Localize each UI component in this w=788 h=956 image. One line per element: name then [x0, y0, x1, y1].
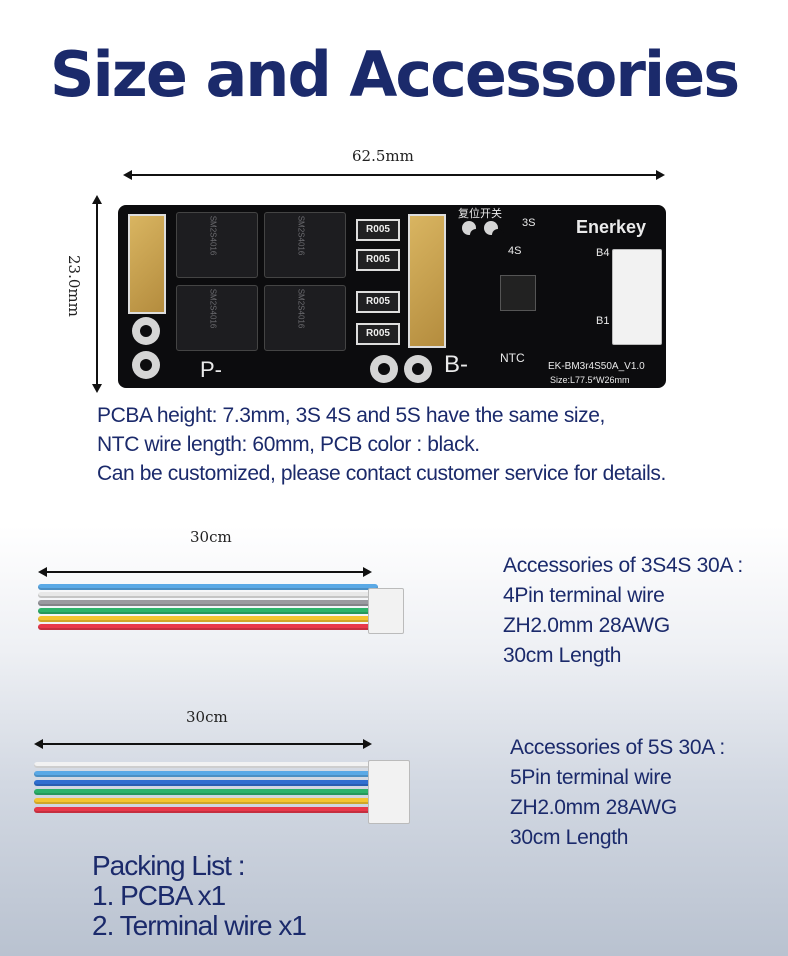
ntc-label: NTC: [500, 351, 525, 365]
wire1-bundle: [38, 584, 378, 634]
p-minus-label: P-: [200, 357, 222, 382]
wire-strand: [38, 608, 378, 614]
wire1-title: Accessories of 3S4S 30A :: [503, 554, 743, 577]
shunt-resistor: R005: [356, 323, 400, 345]
mounting-hole: [132, 317, 160, 345]
wire-strand: [34, 762, 378, 768]
b4-label: B4: [596, 247, 610, 259]
shunt-resistor: R005: [356, 249, 400, 271]
b-minus-label: B-: [444, 351, 468, 378]
wire-strand: [38, 592, 378, 598]
wire2-title: Accessories of 5S 30A :: [510, 736, 725, 759]
size-label: Size:L77.5*W26mm: [550, 375, 630, 385]
mounting-hole: [370, 355, 398, 383]
wire2-bundle: [34, 762, 378, 824]
mounting-hole: [132, 351, 160, 379]
description-line-3: Can be customized, please contact custom…: [97, 462, 666, 485]
description-line-2: NTC wire length: 60mm, PCB color : black…: [97, 433, 480, 456]
reset-switch: [484, 221, 504, 241]
wire-strand: [38, 616, 378, 622]
4s-label: 4S: [508, 245, 522, 257]
page-title: Size and Accessories: [49, 38, 740, 111]
reset-switch: [462, 221, 482, 241]
wire2-length-arrow: [34, 739, 372, 749]
wire1-line-4: 30cm Length: [503, 644, 622, 667]
balance-connector: [612, 249, 662, 345]
width-dimension-arrow: [123, 170, 665, 180]
wire2-connector: [368, 760, 410, 824]
wire-strand: [34, 807, 378, 813]
wire-strand: [34, 798, 378, 804]
width-dimension-label: 62.5mm: [352, 147, 414, 165]
packing-list-title: Packing List :: [92, 850, 246, 881]
b1-label: B1: [596, 315, 610, 327]
wire1-connector: [368, 588, 404, 634]
height-dimension-label: 23.0mm: [65, 255, 83, 317]
wire1-length-arrow: [38, 567, 372, 577]
mosfet: SM2S4016: [264, 285, 346, 351]
mounting-hole: [404, 355, 432, 383]
mosfet: SM2S4016: [176, 285, 258, 351]
packing-item-1: 1. PCBA x1: [92, 880, 226, 911]
mosfet: SM2S4016: [176, 212, 258, 278]
packing-item-2: 2. Terminal wire x1: [92, 910, 307, 941]
b-terminal-pad: [408, 214, 446, 348]
model-label: EK-BM3r4S50A_V1.0: [548, 361, 645, 372]
reset-switch-label: 复位开关: [458, 208, 502, 220]
wire-strand: [34, 780, 378, 786]
shunt-resistor: R005: [356, 291, 400, 313]
height-dimension-arrow: [92, 195, 102, 393]
pcb-board: SM2S4016 SM2S4016 SM2S4016 SM2S4016 R005…: [118, 205, 666, 388]
3s-label: 3S: [522, 217, 536, 229]
description-line-1: PCBA height: 7.3mm, 3S 4S and 5S have th…: [97, 404, 605, 427]
shunt-resistor: R005: [356, 219, 400, 241]
wire-strand: [34, 789, 378, 795]
wire-strand: [38, 584, 378, 590]
wire2-line-2: 5Pin terminal wire: [510, 766, 672, 789]
wire-strand: [38, 624, 378, 630]
brand-logo: Enerkey: [576, 217, 647, 237]
control-ic: [500, 275, 536, 311]
wire-strand: [38, 600, 378, 606]
wire1-length-label: 30cm: [190, 528, 232, 546]
wire2-length-label: 30cm: [186, 708, 228, 726]
p-terminal-pad: [128, 214, 166, 314]
wire1-line-3: ZH2.0mm 28AWG: [503, 614, 670, 637]
mosfet: SM2S4016: [264, 212, 346, 278]
wire2-line-3: ZH2.0mm 28AWG: [510, 796, 677, 819]
wire1-line-2: 4Pin terminal wire: [503, 584, 665, 607]
wire2-line-4: 30cm Length: [510, 826, 629, 849]
wire-strand: [34, 771, 378, 777]
